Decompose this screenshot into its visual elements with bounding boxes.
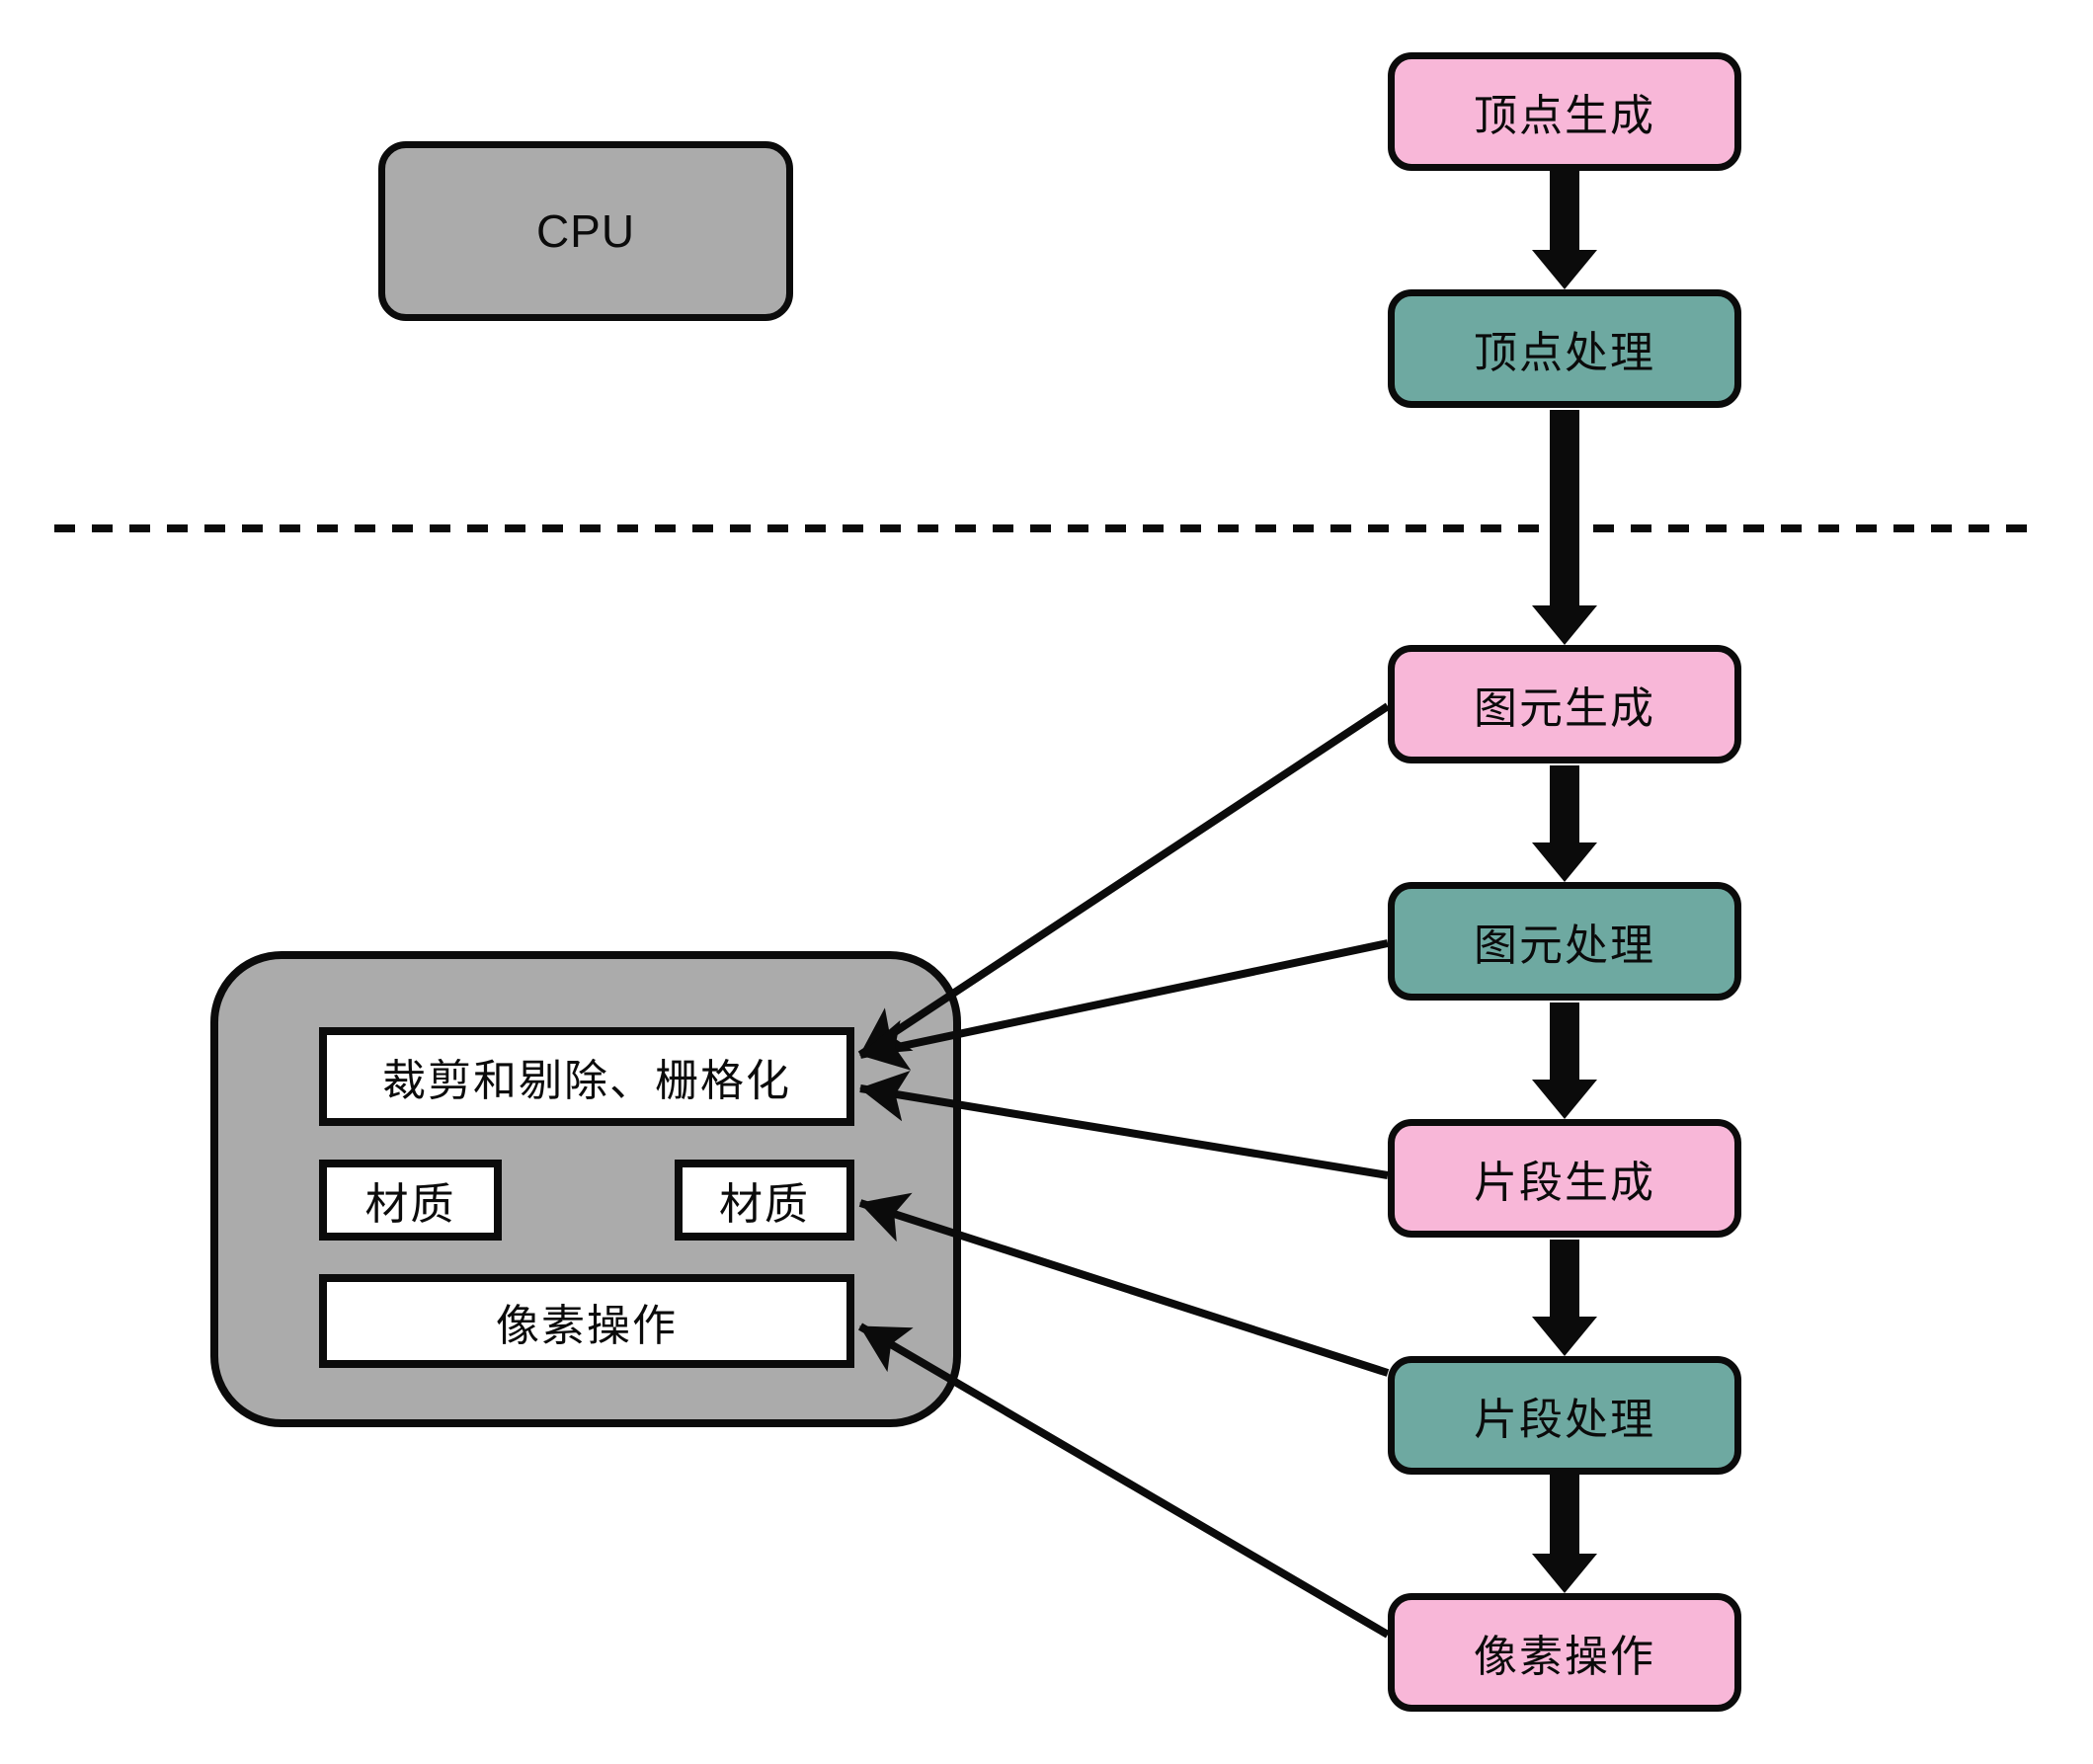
- node-fragment-processing-label: 片段处理: [1474, 1396, 1655, 1444]
- flow-arrow-fragment-proc-to-pixel-ops: [1532, 1475, 1597, 1593]
- node-primitive-processing-label: 图元处理: [1474, 922, 1655, 970]
- flow-arrow-fragment-gen-to-fragment-proc: [1532, 1240, 1597, 1356]
- flow-arrow-primitive-gen-to-primitive-proc: [1532, 765, 1597, 882]
- flow-arrow-vertex-proc-to-primitive-gen: [1532, 410, 1597, 645]
- node-texture-left-label: 材质: [364, 1180, 456, 1229]
- node-fragment-generation-label: 片段生成: [1474, 1159, 1655, 1207]
- node-texture-left: 材质: [319, 1160, 502, 1241]
- node-pixel-operations-hw-label: 像素操作: [496, 1301, 678, 1350]
- node-pixel-operations: 像素操作: [1388, 1593, 1741, 1712]
- node-vertex-processing: 顶点处理: [1388, 289, 1741, 408]
- flow-arrow-primitive-proc-to-fragment-gen: [1532, 1002, 1597, 1119]
- node-primitive-generation-label: 图元生成: [1474, 684, 1655, 733]
- node-pixel-operations-label: 像素操作: [1474, 1633, 1655, 1681]
- node-clip-cull-rasterize-label: 裁剪和剔除、栅格化: [382, 1057, 791, 1105]
- node-texture-right: 材质: [675, 1160, 854, 1241]
- node-clip-cull-rasterize: 裁剪和剔除、栅格化: [319, 1027, 854, 1126]
- node-pixel-operations-hw: 像素操作: [319, 1274, 854, 1368]
- flow-arrow-vertex-gen-to-vertex-proc: [1532, 171, 1597, 289]
- node-primitive-processing: 图元处理: [1388, 882, 1741, 1001]
- cpu-label: CPU: [535, 205, 636, 257]
- node-fragment-processing: 片段处理: [1388, 1356, 1741, 1475]
- node-vertex-processing-label: 顶点处理: [1474, 329, 1655, 377]
- node-vertex-generation: 顶点生成: [1388, 52, 1741, 171]
- cpu-box: CPU: [378, 141, 793, 321]
- node-vertex-generation-label: 顶点生成: [1474, 92, 1655, 140]
- node-texture-right-label: 材质: [719, 1180, 810, 1229]
- node-fragment-generation: 片段生成: [1388, 1119, 1741, 1238]
- node-primitive-generation: 图元生成: [1388, 645, 1741, 763]
